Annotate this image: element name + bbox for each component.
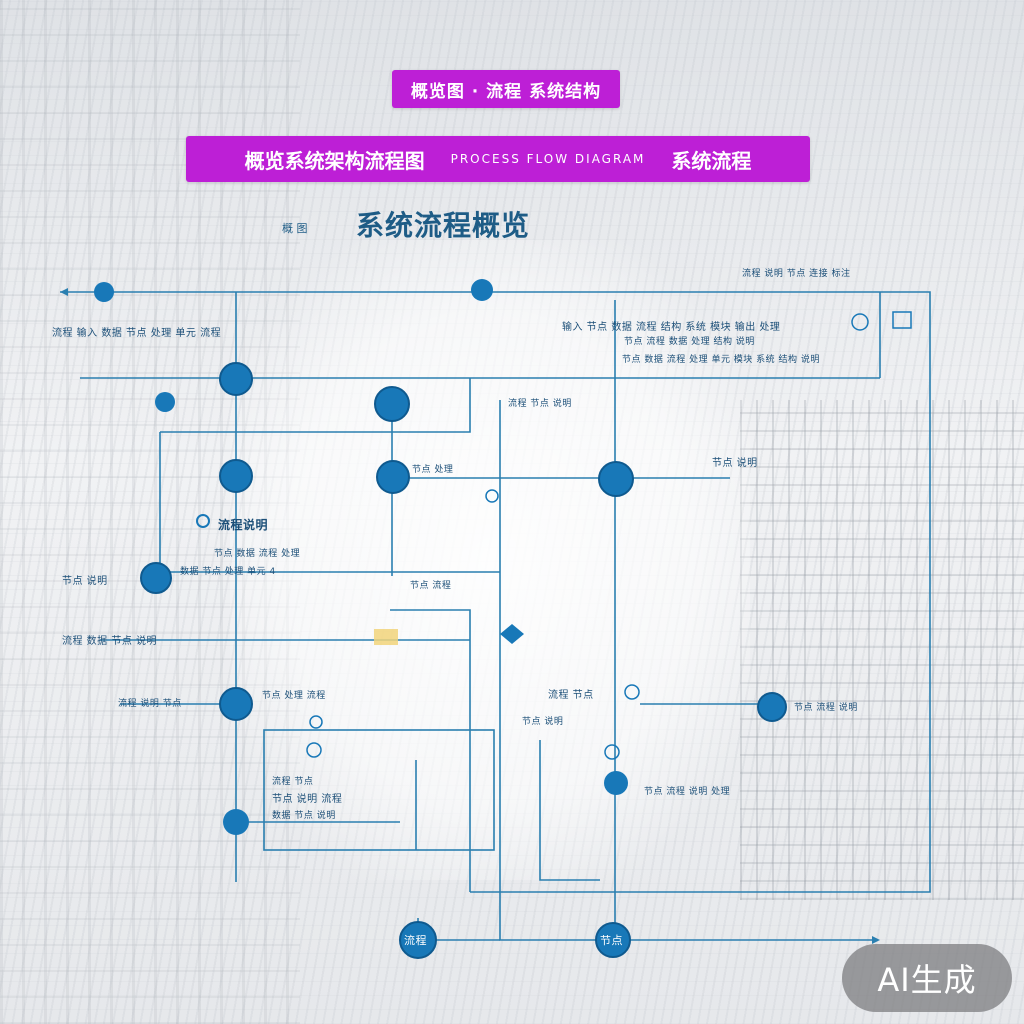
label-center-4: 节点 处理 流程	[262, 688, 326, 701]
label-heading-left: 流程说明	[218, 516, 268, 533]
label-box-1: 流程 节点	[272, 774, 313, 787]
label-right-node-2: 节点 流程 说明 处理	[644, 784, 730, 797]
label-left-sub-2: 数据 节点 处理 单元 4	[180, 564, 276, 577]
node-lower-left	[223, 809, 249, 835]
label-node-bottom-right: 节点	[600, 932, 623, 948]
node-ring-1	[605, 745, 619, 759]
arrow-head-bottom	[872, 936, 880, 944]
connector-row-432	[160, 378, 470, 432]
label-right-row-2: 节点 流程 数据 处理 结构 说明	[624, 334, 755, 347]
label-center-5: 流程 节点	[548, 686, 594, 701]
node-top-left	[94, 282, 114, 302]
node-ring-7	[197, 515, 209, 527]
label-left-sub-1: 节点 数据 流程 处理	[214, 546, 300, 559]
node-hub-1	[220, 363, 252, 395]
node-top-center	[471, 279, 493, 301]
node-lower-right	[604, 771, 628, 795]
connector-left-loop	[160, 432, 500, 572]
node-ring-2	[625, 685, 639, 699]
node-square-right	[893, 312, 911, 328]
node-hub-2	[375, 387, 409, 421]
node-hub-3	[220, 460, 252, 492]
label-left-node-3: 流程 说明 节点	[118, 696, 182, 709]
connector-center-vertical	[500, 400, 872, 940]
node-ring-3	[307, 743, 321, 757]
node-hub-5	[599, 462, 633, 496]
label-top-right: 流程 说明 节点 连接 标注	[742, 266, 850, 279]
label-left-node-1: 节点 说明	[62, 572, 108, 587]
label-right-node-1: 节点 流程 说明	[794, 700, 858, 713]
node-left-mid	[141, 563, 171, 593]
label-node-bottom-left: 流程	[404, 932, 427, 948]
arrow-head-left	[60, 288, 68, 296]
node-ring-5	[486, 490, 498, 502]
label-center-3: 节点 流程	[410, 578, 451, 591]
ai-generated-badge-text: AI生成	[877, 955, 976, 1001]
ai-generated-badge: AI生成	[842, 944, 1012, 1012]
label-box-2: 节点 说明 流程	[272, 790, 342, 805]
node-right-mid	[758, 693, 786, 721]
label-center-2: 节点 处理	[412, 462, 453, 475]
connector-lines	[60, 292, 930, 940]
node-ring-4	[310, 716, 322, 728]
node-ring-6	[852, 314, 868, 330]
label-right-row-1: 输入 节点 数据 流程 结构 系统 模块 输出 处理	[562, 318, 780, 333]
node-diamond	[500, 624, 524, 644]
connector-outer-frame	[60, 292, 930, 892]
node-hub-6	[220, 688, 252, 720]
label-center-6: 节点 说明	[522, 714, 563, 727]
node-left-small	[155, 392, 175, 412]
node-yellow-tag	[374, 629, 398, 645]
connector-lower-mid	[540, 740, 600, 880]
label-box-3: 数据 节点 说明	[272, 808, 336, 821]
label-left-node-2: 流程 数据 节点 说明	[62, 632, 157, 647]
diagram-nodes	[94, 279, 911, 958]
label-mid-right: 节点 说明	[712, 454, 758, 469]
node-hub-4	[377, 461, 409, 493]
label-right-row-3: 节点 数据 流程 处理 单元 模块 系统 结构 说明	[622, 352, 820, 365]
label-center-1: 流程 节点 说明	[508, 396, 572, 409]
label-left-row-1: 流程 输入 数据 节点 处理 单元 流程	[52, 324, 221, 339]
